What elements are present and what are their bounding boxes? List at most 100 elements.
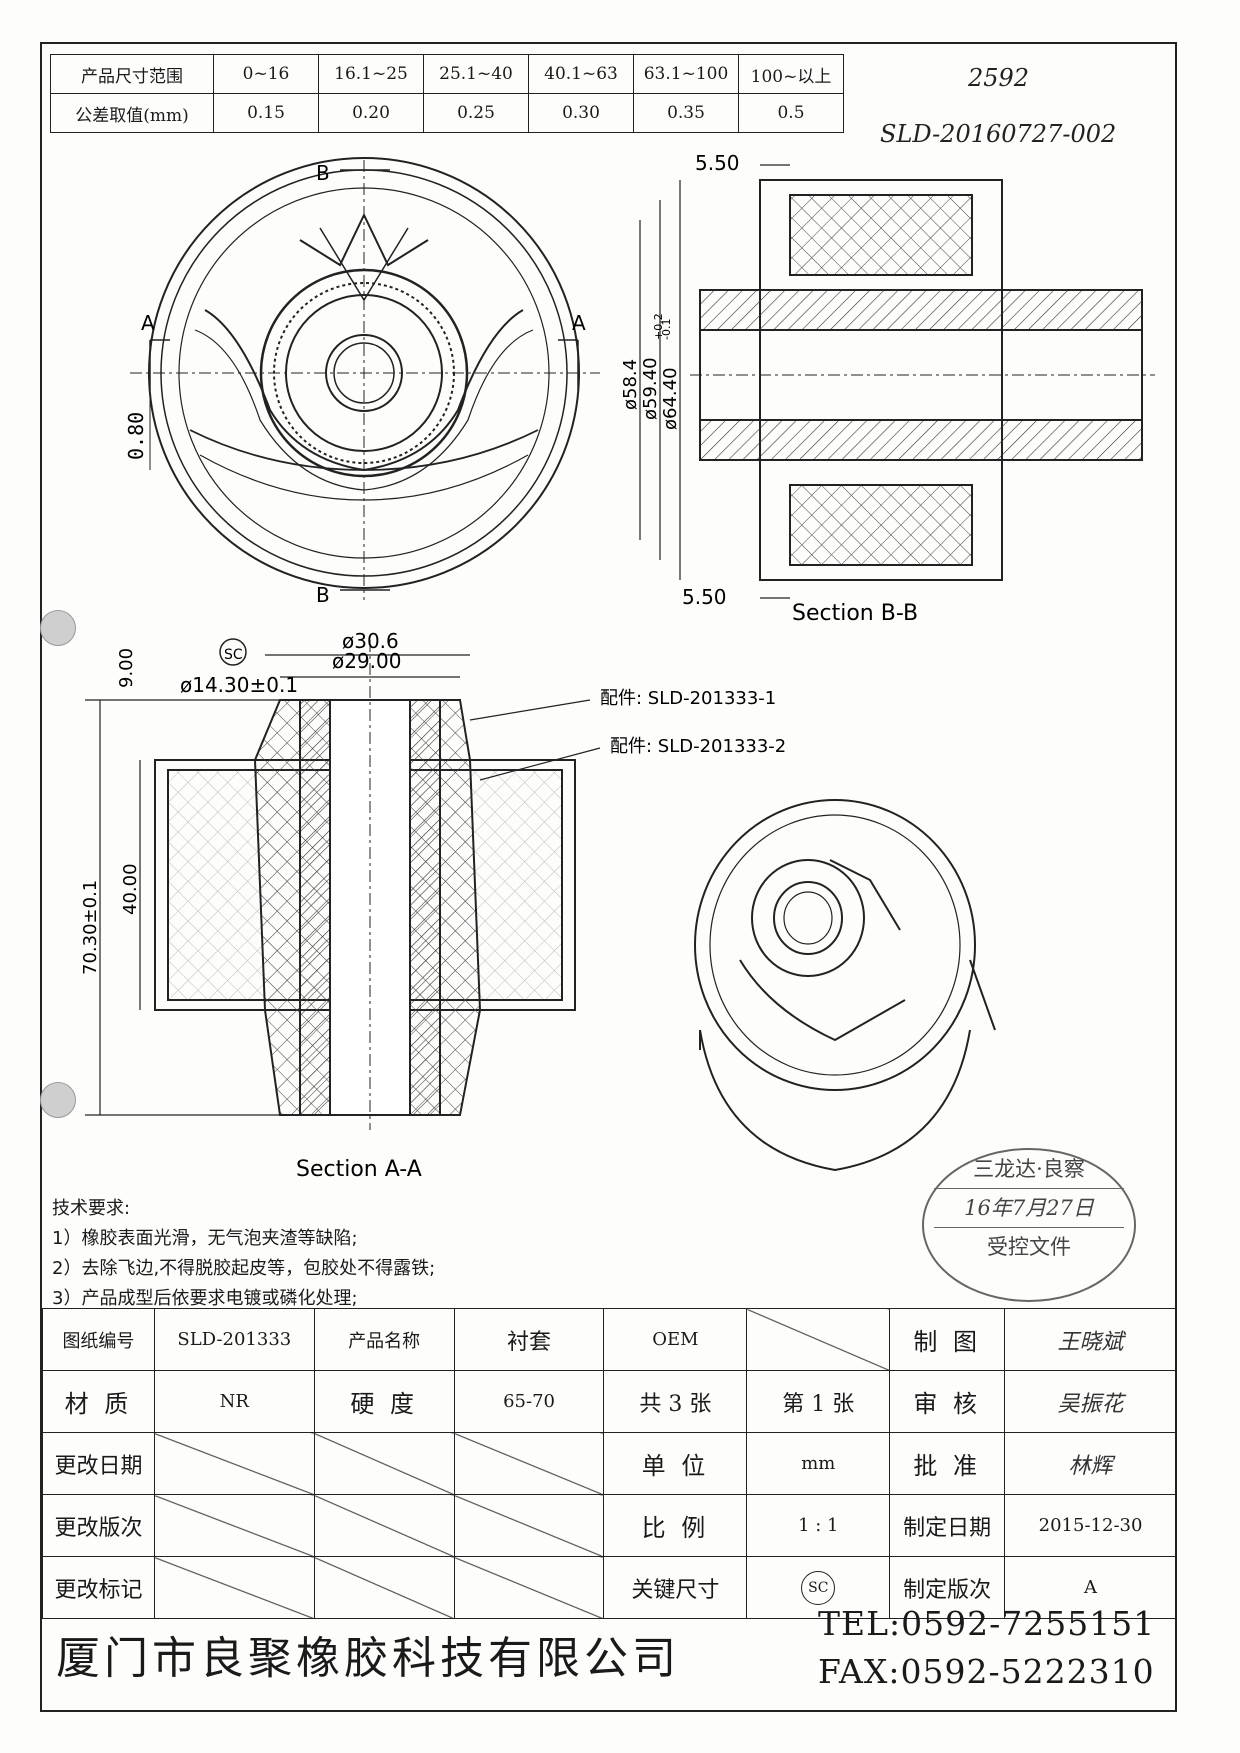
tolerance-cell: 40.1~63: [528, 54, 634, 94]
blank-cell: [153, 1556, 315, 1619]
tolerance-table: 产品尺寸范围 0~16 16.1~25 25.1~40 40.1~63 63.1…: [50, 54, 844, 133]
tolerance-value-row: 公差取值(mm) 0.15 0.20 0.25 0.30 0.35 0.5: [50, 93, 844, 133]
tolerance-cell: 0.35: [633, 93, 739, 133]
aa-dim-40: 40.00: [120, 863, 141, 915]
material-label: 材 质: [42, 1370, 155, 1433]
made-rev: A: [1004, 1556, 1177, 1619]
note-item: 2）去除飞边,不得脱胶起皮等，包胶处不得露铁;: [52, 1258, 436, 1279]
oem: OEM: [603, 1308, 748, 1371]
bb-dia-inner: ø58.4: [620, 359, 641, 410]
material: NR: [153, 1370, 315, 1433]
aa-dim-70: 70.30±0.1: [80, 880, 101, 975]
section-b-label-top: B: [316, 161, 330, 185]
blank-cell: [453, 1494, 605, 1557]
blank-cell: [153, 1494, 315, 1557]
aa-part2: 配件: SLD-201333-2: [610, 736, 786, 757]
tolerance-cell: 0.5: [738, 93, 844, 133]
aa-dia-14: ø14.30±0.1: [180, 673, 298, 697]
bb-dia-outer: ø64.40: [660, 367, 681, 430]
sheets-total: 共 3 张: [603, 1370, 748, 1433]
section-a-label-right: A: [572, 311, 586, 335]
drawn-signature: 王晓斌: [1004, 1308, 1177, 1371]
tolerance-cell: 0~16: [213, 54, 319, 94]
review-label: 审 核: [889, 1370, 1006, 1433]
made-rev-label: 制定版次: [889, 1556, 1006, 1619]
note-item: 3）产品成型后依要求电镀或磷化处理;: [52, 1288, 358, 1309]
notes-title: 技术要求:: [52, 1198, 131, 1219]
aa-dia-30: ø30.6: [342, 629, 399, 653]
made-date: 2015-12-30: [1004, 1494, 1177, 1557]
made-date-label: 制定日期: [889, 1494, 1006, 1557]
tolerance-cell: 0.25: [423, 93, 529, 133]
blank-cell: [313, 1556, 455, 1619]
hardness-label: 硬 度: [313, 1370, 455, 1433]
title-row: 更改版次 比 例 1 : 1 制定日期 2015-12-30: [42, 1494, 1177, 1557]
drawing-frame: [40, 42, 1177, 1712]
scale: 1 : 1: [746, 1494, 891, 1557]
punch-hole: [40, 1082, 76, 1118]
dim-offset: 0.80: [124, 412, 148, 460]
stamp-line2: 16年7月27日: [934, 1188, 1124, 1228]
drawing-no: SLD-201333: [153, 1308, 315, 1371]
change-mark-label: 更改标记: [42, 1556, 155, 1619]
bb-dia-outer-tol-plus: +0.2: [652, 313, 665, 340]
tolerance-cell: 0.30: [528, 93, 634, 133]
change-date-label: 更改日期: [42, 1432, 155, 1495]
bb-dia-outer-tol-minus: -0.1: [660, 319, 673, 340]
company-name: 厦门市良聚橡胶科技有限公司: [56, 1633, 680, 1684]
handwritten-number: 2592: [968, 64, 1030, 92]
approve-signature: 林辉: [1004, 1432, 1177, 1495]
control-stamp: 三龙达·良察 16年7月27日 受控文件: [922, 1148, 1136, 1302]
sheet-no: 第 1 张: [746, 1370, 891, 1433]
review-signature: 吴振花: [1004, 1370, 1177, 1433]
tolerance-cell: 0.15: [213, 93, 319, 133]
title-block: 图纸编号 SLD-201333 产品名称 衬套 OEM 制 图 王晓斌 材 质 …: [42, 1308, 1177, 1619]
blank-cell: [746, 1308, 891, 1371]
title-row: 更改标记 关键尺寸 SC 制定版次 A: [42, 1556, 1177, 1619]
drawn-label: 制 图: [889, 1308, 1006, 1371]
company-fax: FAX:0592-5222310: [818, 1652, 1155, 1691]
tolerance-cell: 公差取值(mm): [50, 93, 214, 133]
technical-notes: 技术要求: 1）橡胶表面光滑，无气泡夹渣等缺陷; 2）去除飞边,不得脱胶起皮等，…: [52, 1194, 435, 1314]
aa-title: Section A-A: [296, 1157, 422, 1182]
aa-dia-29: ø29.00: [332, 649, 402, 673]
product-name-label: 产品名称: [313, 1308, 455, 1371]
change-rev-label: 更改版次: [42, 1494, 155, 1557]
front-view: [130, 157, 600, 600]
aa-dim-top: 9.00: [116, 648, 137, 688]
note-item: 1）橡胶表面光滑，无气泡夹渣等缺陷;: [52, 1228, 358, 1249]
bb-dim-bottom: 5.50: [682, 585, 727, 609]
handwritten-doc-code: SLD-20160727-002: [880, 120, 1117, 148]
section-bb-view: [639, 164, 1155, 599]
tolerance-cell: 0.20: [318, 93, 424, 133]
company-tel: TEL:0592-7255151: [818, 1604, 1156, 1643]
bb-dia-mid: ø59.40: [640, 357, 661, 420]
section-b-label-bottom: B: [316, 583, 330, 607]
stamp-line3: 受控文件: [987, 1235, 1071, 1259]
hardness: 65-70: [453, 1370, 605, 1433]
company-contact: TEL:0592-7255151 FAX:0592-5222310: [818, 1600, 1155, 1696]
unit: mm: [746, 1432, 891, 1495]
sc-circle-icon: SC: [801, 1570, 836, 1605]
aa-sc-mark: SC: [224, 647, 243, 663]
section-a-label-left: A: [141, 311, 155, 335]
product-name: 衬套: [453, 1308, 605, 1371]
key-dim-symbol: SC: [746, 1556, 891, 1619]
blank-cell: [453, 1556, 605, 1619]
isometric-view: [694, 799, 996, 1172]
aa-part1: 配件: SLD-201333-1: [600, 688, 776, 709]
drawing-no-label: 图纸编号: [42, 1308, 155, 1371]
punch-hole: [40, 610, 76, 646]
title-row: 更改日期 单 位 mm 批 准 林辉: [42, 1432, 1177, 1495]
section-aa-view: [85, 640, 601, 1130]
key-dim-label: 关键尺寸: [603, 1556, 748, 1619]
title-row: 图纸编号 SLD-201333 产品名称 衬套 OEM 制 图 王晓斌: [42, 1308, 1177, 1371]
tolerance-cell: 产品尺寸范围: [50, 54, 214, 94]
blank-cell: [313, 1432, 455, 1495]
blank-cell: [153, 1432, 315, 1495]
bb-dim-top: 5.50: [695, 151, 740, 175]
blank-cell: [453, 1432, 605, 1495]
title-row: 材 质 NR 硬 度 65-70 共 3 张 第 1 张 审 核 吴振花: [42, 1370, 1177, 1433]
